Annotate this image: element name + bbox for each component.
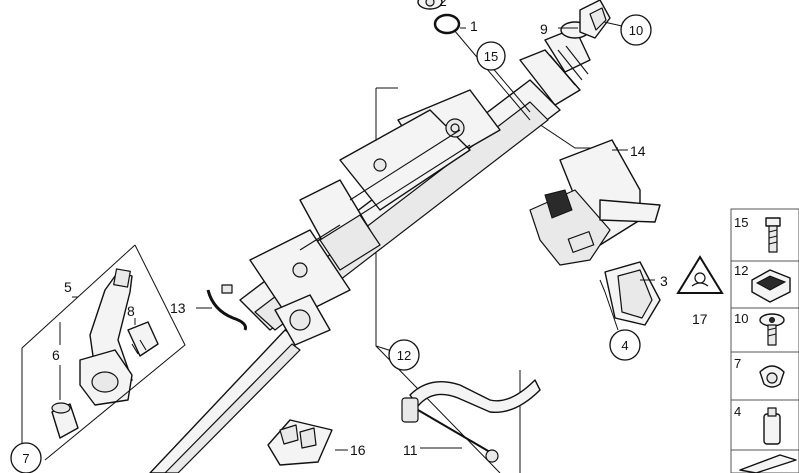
clip-block-icon (751, 269, 791, 303)
circled-label-7: 7 (10, 442, 42, 473)
ring-part-1 (433, 13, 461, 35)
circled-labels: 10 15 4 12 7 (10, 14, 652, 473)
label-11: 11 (403, 442, 418, 458)
legend-label-12: 12 (734, 263, 748, 278)
label-5: 5 (64, 279, 72, 295)
leader-lines (21, 21, 655, 461)
screw-icon (759, 313, 785, 346)
sleeve-part-3 (604, 261, 661, 326)
label-2: 2 (439, 0, 447, 9)
svg-text:12: 12 (397, 348, 411, 363)
label-16: 16 (350, 442, 366, 458)
steering-column (149, 21, 591, 473)
lock-housing-part-14 (529, 139, 661, 266)
bushing-part-6 (51, 402, 79, 439)
label-17: 17 (692, 311, 708, 327)
label-14: 14 (630, 143, 646, 159)
grease-tube-icon (763, 407, 781, 445)
legend-label-7: 7 (734, 356, 741, 371)
label-3: 3 (660, 273, 668, 289)
circled-label-12: 12 (388, 339, 420, 371)
legend-label-10: 10 (734, 311, 748, 326)
lever-part-11 (401, 379, 541, 463)
connector-part-16 (267, 419, 333, 466)
svg-text:15: 15 (484, 49, 498, 64)
circled-label-15: 15 (476, 41, 506, 71)
warning-label-part-17 (676, 255, 724, 294)
connector-part-8 (127, 321, 159, 357)
svg-text:7: 7 (22, 451, 29, 466)
label-6: 6 (52, 347, 60, 363)
label-9: 9 (540, 21, 548, 37)
circled-label-10: 10 (620, 14, 652, 46)
label-8: 8 (127, 303, 135, 319)
label-13: 13 (170, 300, 186, 316)
circled-label-4: 4 (609, 329, 641, 361)
label-1: 1 (470, 18, 478, 34)
wire-clip-part-13 (206, 284, 247, 331)
cable-clip-icon (759, 365, 785, 388)
nut-part-2 (417, 0, 443, 10)
svg-text:4: 4 (621, 338, 628, 353)
clip-part-9 (579, 0, 611, 39)
legend-label-15: 15 (734, 215, 748, 230)
bolt-icon (765, 217, 781, 253)
svg-text:10: 10 (629, 23, 643, 38)
legend-label-4: 4 (734, 404, 741, 419)
small-parts-legend: 15 12 10 7 4 (730, 208, 799, 473)
bracket-assembly-part-5 (79, 268, 133, 406)
shim-icon (739, 454, 797, 473)
part-labels: 1 2 9 14 3 17 5 6 8 13 16 11 (52, 0, 708, 458)
